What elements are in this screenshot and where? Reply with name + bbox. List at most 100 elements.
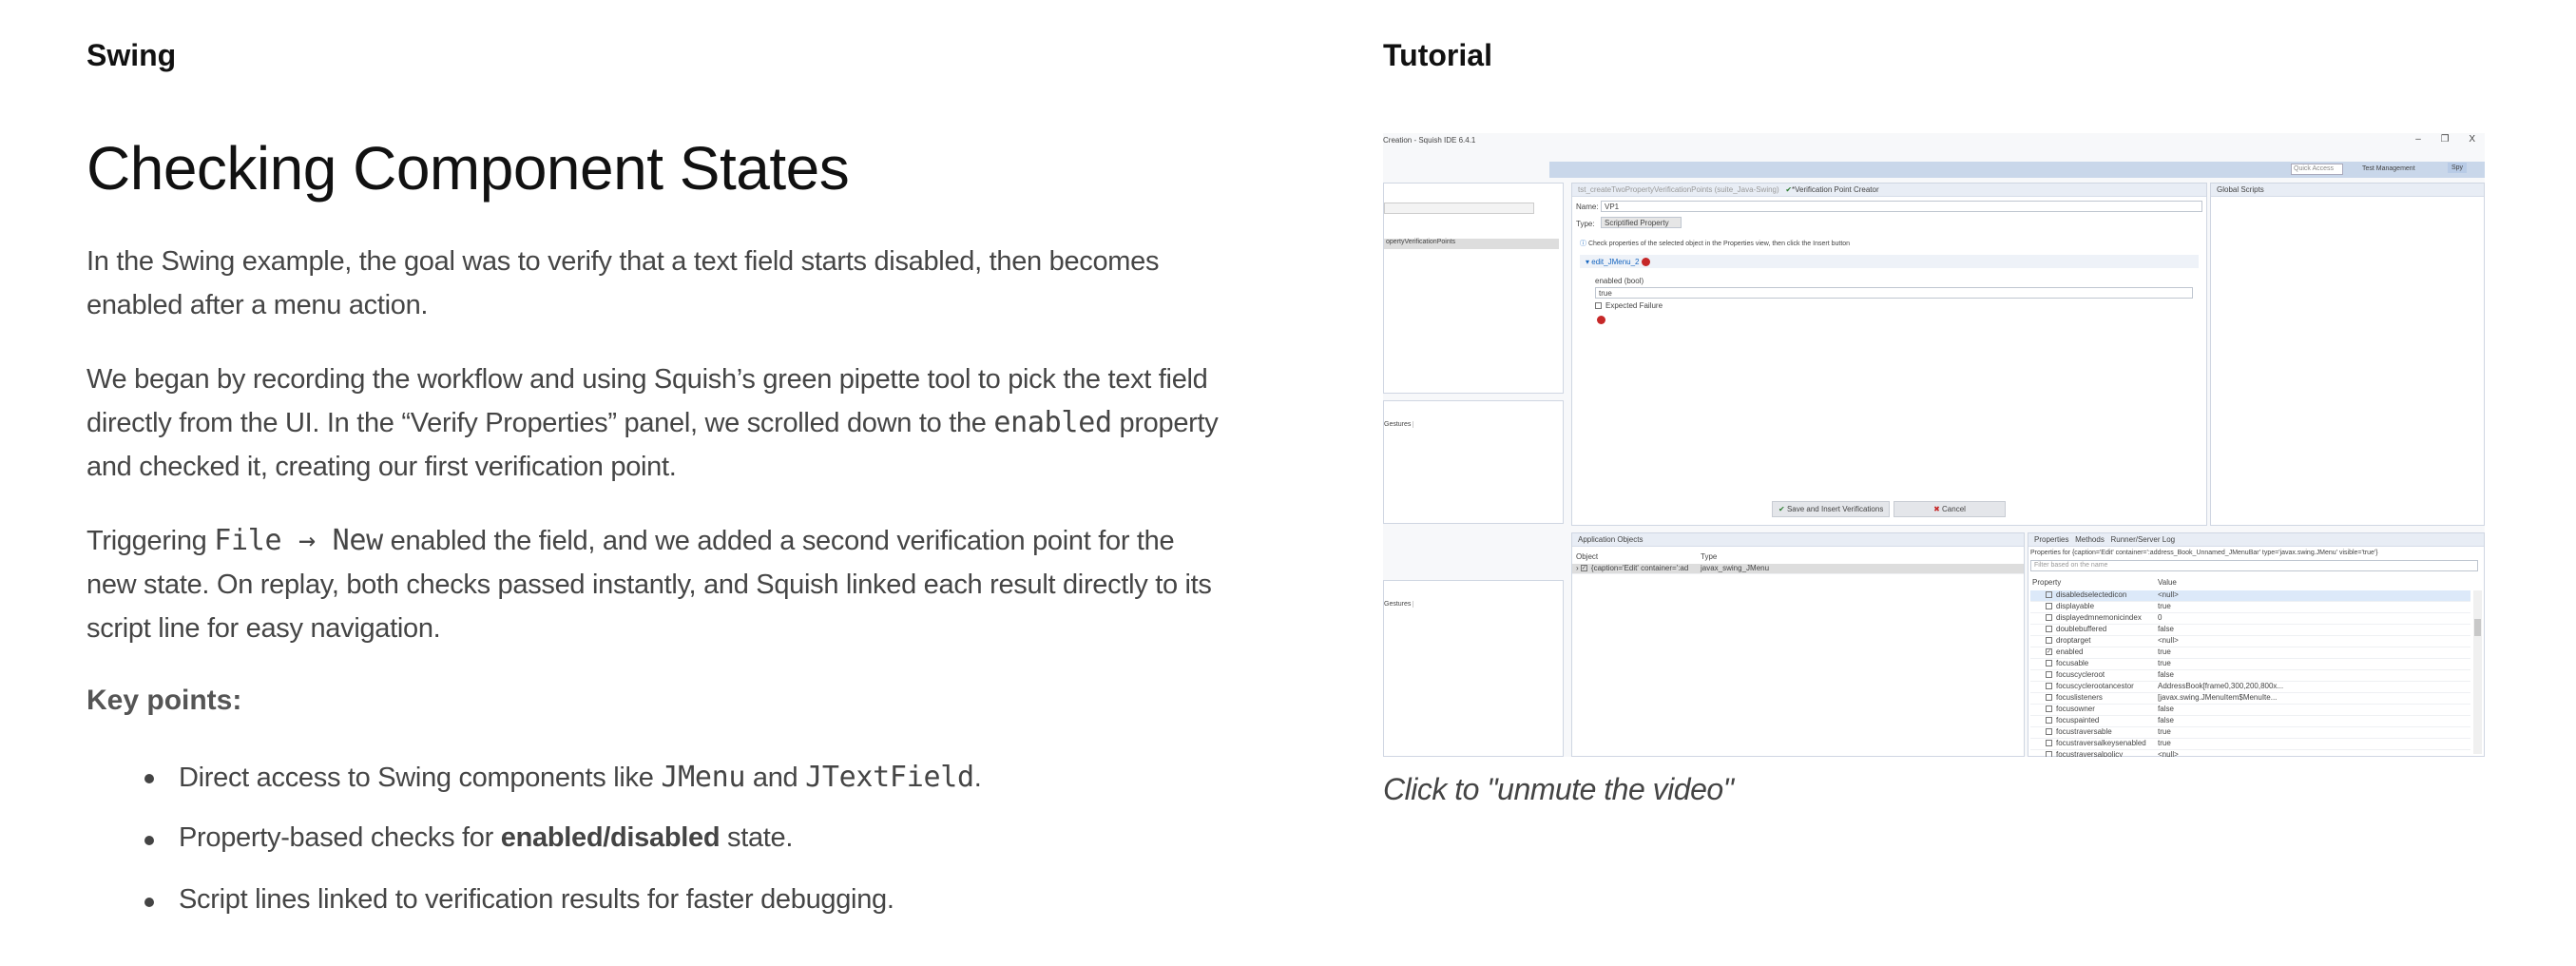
property-value: false [2158,670,2174,679]
column-property: Property [2032,578,2062,587]
property-value: <null> [2158,636,2179,645]
property-checkbox[interactable] [2046,683,2052,690]
gestures-column: Gestures [1384,421,1414,428]
name-field[interactable]: VP1 [1601,201,2202,212]
cancel-button[interactable]: ✖ Cancel [1894,501,2006,517]
property-name: enabled [2056,647,2084,656]
left-panel: opertyVerificationPoints [1383,183,1564,394]
property-checkbox[interactable] [2046,740,2052,747]
text: and [745,763,806,793]
list-item: Script lines linked to verification resu… [144,884,894,915]
type-select[interactable]: Scriptified Property [1601,217,1682,228]
column-object: Object [1576,552,1599,561]
minimize-icon: – [2415,134,2421,145]
text: Triggering [87,526,215,556]
property-row[interactable]: disabledselectedicon<null> [2030,590,2470,602]
close-icon: X [2469,134,2475,145]
key-points-heading: Key points: [87,685,242,716]
property-checkbox[interactable] [2046,694,2052,702]
column-value: Value [2158,578,2177,587]
properties-for: Properties for {caption='Edit' container… [2030,550,2378,556]
property-value: false [2158,716,2174,724]
info-text: ⓘ Check properties of the selected objec… [1580,241,1851,247]
label: Save and Insert Verifications [1786,505,1884,513]
quick-access-input[interactable]: Quick Access [2291,164,2343,175]
text: Property-based checks for [179,822,501,853]
property-value: false [2158,705,2174,713]
property-checkbox[interactable] [2046,705,2052,713]
scrollbar[interactable] [2473,590,2482,754]
property-checkbox[interactable] [2046,614,2052,622]
property-checkbox[interactable] [2046,660,2052,667]
code-jtextfield: JTextField [805,761,974,794]
property-value-field[interactable]: true [1595,287,2193,299]
property-checkbox[interactable] [2046,751,2052,757]
property-row[interactable]: focuscycleroot false [2030,670,2470,682]
property-checkbox[interactable] [2046,717,2052,724]
property-name: disabledselectedicon [2056,590,2127,599]
tab-verification-point-creator[interactable]: *Verification Point Creator [1792,185,1879,194]
expected-failure-checkbox[interactable]: Expected Failure [1595,301,1663,310]
restore-icon: ❐ [2440,134,2450,145]
code-jmenu: JMenu [661,761,746,794]
property-name: focuscyclerootancestor [2056,682,2134,690]
property-value: true [2158,602,2171,610]
property-checkbox[interactable] [2046,626,2052,633]
tab-script[interactable]: tst_createTwoPropertyVerificationPoints … [1578,185,1779,194]
info-message: Check properties of the selected object … [1587,241,1851,247]
paragraph-replay: Triggering File → New enabled the field,… [87,519,1227,650]
perspective-test-management[interactable]: Test Management [2362,165,2415,172]
object-cell: {caption='Edit' container=':ad [1590,564,1689,572]
tree-item[interactable]: opertyVerificationPoints [1384,239,1559,249]
tab-methods[interactable]: Methods [2075,535,2105,544]
tab-properties[interactable]: Properties [2034,535,2069,544]
property-value: <null> [2158,750,2179,757]
property-row[interactable]: focuslisteners[javax.swing.JMenuItem$Men… [2030,693,2470,705]
list-item: Direct access to Swing components like J… [144,761,982,794]
toolbar: Quick Access Test Management Spy [1549,162,2485,178]
paragraph-intro: In the Swing example, the goal was to ve… [87,246,1160,320]
window-title: Creation - Squish IDE 6.4.1 [1383,136,1476,145]
property-checkbox[interactable] [2046,637,2052,645]
property-value: [javax.swing.JMenuItem$MenuIte... [2158,693,2278,702]
tab-application-objects[interactable]: Application Objects [1572,533,2024,547]
property-checkbox[interactable]: ✓ [2046,648,2052,656]
property-value: true [2158,727,2171,736]
tab-global-scripts[interactable]: Global Scripts [2211,184,2484,197]
object-section[interactable]: ▾ edit_JMenu_2 [1580,255,2199,268]
property-checkbox[interactable] [2046,591,2052,599]
save-and-insert-button[interactable]: ✔ Save and Insert Verifications [1772,501,1891,517]
editor-panel: tst_createTwoPropertyVerificationPoints … [1571,183,2207,526]
tab-runner-log[interactable]: Runner/Server Log [2110,535,2176,544]
expected-failure-label: Expected Failure [1605,301,1663,310]
property-checkbox[interactable] [2046,603,2052,610]
filter-input[interactable]: Filter based on the name [2030,560,2478,571]
name-label: Name: [1576,203,1599,211]
perspective-spy[interactable]: Spy [2448,163,2468,173]
property-checkbox[interactable] [2046,728,2052,736]
properties-panel: Properties Methods Runner/Server Log Pro… [2028,532,2485,757]
property-row[interactable]: droptarget<null> [2030,636,2470,647]
editor-tabs: tst_createTwoPropertyVerificationPoints … [1572,184,2206,197]
window-controls: – ❐ X [2415,134,2475,145]
video-caption[interactable]: Click to "unmute the video" [1383,772,1734,806]
section-heading-swing: Swing [87,38,177,72]
property-name: focuscycleroot [2056,670,2105,679]
property-name: focustraversalkeysenabled [2056,739,2146,747]
property-row[interactable]: focustraversalpolicy<null> [2030,750,2470,757]
text: state. [720,822,794,853]
property-checkbox[interactable] [2046,671,2052,679]
dropdown[interactable] [1384,203,1534,214]
tutorial-video[interactable]: Creation - Squish IDE 6.4.1 – ❐ X Quick … [1383,133,2485,757]
